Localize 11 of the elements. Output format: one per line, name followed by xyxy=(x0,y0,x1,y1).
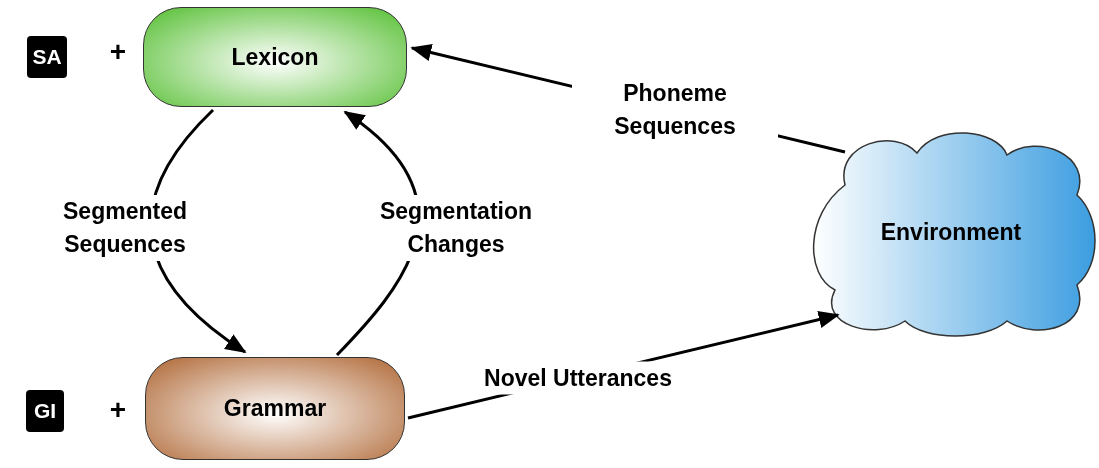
process-box xyxy=(145,357,405,460)
label-tag xyxy=(26,390,64,432)
plus-sign: + xyxy=(109,396,127,424)
plus-sign: + xyxy=(109,38,127,66)
node-label: GI xyxy=(33,399,57,423)
node-label: SA xyxy=(32,45,62,69)
node-label: Environment xyxy=(880,219,1022,246)
node-label: Grammar xyxy=(223,395,327,422)
label-tag xyxy=(27,36,67,78)
process-box xyxy=(143,7,407,107)
node-label: Lexicon xyxy=(231,43,319,71)
